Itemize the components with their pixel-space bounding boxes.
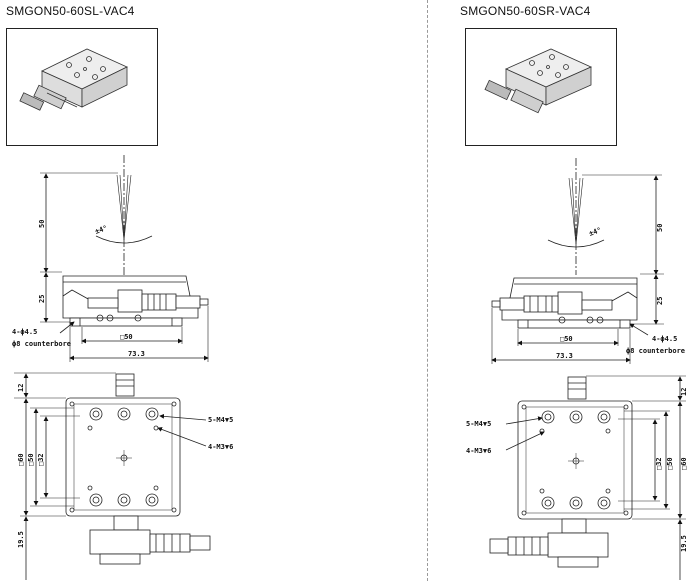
right-product-photo bbox=[465, 28, 617, 146]
right-dim-width-73-3: 73.3 bbox=[556, 352, 573, 360]
right-top-view bbox=[489, 375, 686, 580]
left-counterbore-note: ϕ8 counterbore bbox=[12, 340, 71, 348]
right-stage-isometric-image bbox=[484, 48, 592, 114]
left-dim-width-73-3: 73.3 bbox=[128, 350, 145, 358]
left-dim-square-60: □60 bbox=[17, 453, 25, 466]
left-dim-19-5: 19.5 bbox=[17, 531, 25, 548]
left-dim-angle: ±4° bbox=[94, 224, 109, 236]
right-dim-height-50: 50 bbox=[656, 224, 664, 232]
right-dim-angle: ±4° bbox=[588, 226, 603, 238]
left-dim-square-32: □32 bbox=[37, 453, 45, 466]
left-holes-note: 4-ϕ4.5 bbox=[12, 328, 37, 336]
right-counterbore-note: ϕ8 counterbore bbox=[626, 347, 685, 355]
right-holes-note: 4-ϕ4.5 bbox=[652, 335, 677, 343]
left-dim-square-50: □50 bbox=[120, 333, 133, 341]
right-drawing-title: SMGON50-60SR-VAC4 bbox=[460, 4, 591, 18]
right-callout-m3: 4-M3▼6 bbox=[466, 447, 491, 455]
left-dim-12: 12 bbox=[17, 384, 25, 392]
section-divider bbox=[427, 0, 428, 581]
right-dim-square-50b: □50 bbox=[666, 457, 674, 470]
right-dim-square-32: □32 bbox=[655, 457, 663, 470]
right-dim-12: 12 bbox=[680, 388, 688, 396]
left-callout-m3: 4-M3▼6 bbox=[208, 443, 233, 451]
left-side-view bbox=[40, 155, 209, 362]
left-stage-isometric-image bbox=[19, 48, 128, 111]
left-dim-square-50b: □50 bbox=[27, 453, 35, 466]
left-dim-height-50: 50 bbox=[38, 220, 46, 228]
left-drawing-title: SMGON50-60SL-VAC4 bbox=[6, 4, 135, 18]
left-top-view bbox=[14, 372, 211, 580]
right-callout-m4: 5-M4▼5 bbox=[466, 420, 491, 428]
left-callout-m4: 5-M4▼5 bbox=[208, 416, 233, 424]
right-dim-height-25: 25 bbox=[656, 297, 664, 305]
right-dim-square-60: □60 bbox=[680, 457, 688, 470]
right-dim-19-5: 19.5 bbox=[680, 535, 688, 552]
right-dim-square-50: □50 bbox=[560, 335, 573, 343]
left-product-photo bbox=[6, 28, 158, 146]
left-dim-height-25: 25 bbox=[38, 295, 46, 303]
right-side-view bbox=[491, 158, 664, 364]
